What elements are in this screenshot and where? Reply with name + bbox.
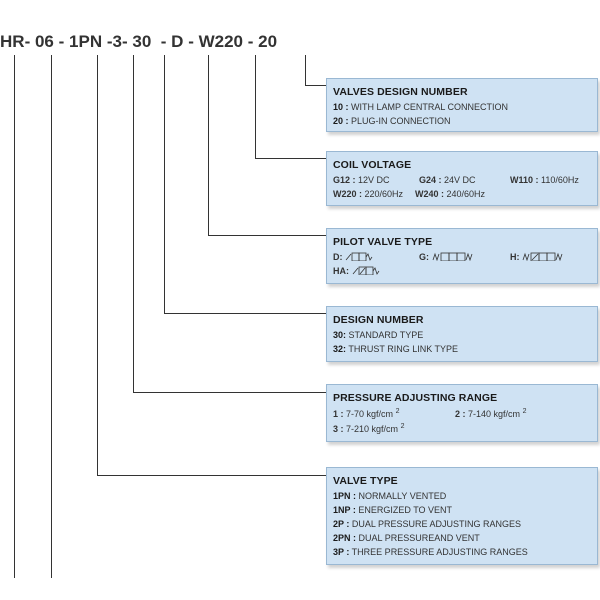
code-separator: - (58, 32, 65, 51)
leader-valve-type (97, 55, 326, 476)
pilot-ha: HA: (333, 264, 380, 278)
valve-type-row: 1NP : ENERGIZED TO VENT (333, 503, 591, 517)
coil-voltage-title: COIL VOLTAGE (333, 159, 412, 171)
d-symbol-icon (345, 252, 373, 261)
valve-type-row: 1PN : NORMALLY VENTED (333, 489, 591, 503)
coil-w110: W110 : 110/60Hz (510, 175, 579, 185)
h-symbol-icon (522, 252, 563, 261)
coil-w240: W240 : 240/60Hz (415, 189, 486, 199)
pressure-range-3: 3 : 7-210 kgf/cm 2 (333, 423, 405, 434)
row-key: 2P : (333, 519, 350, 529)
coil-g24: G24 : 24V DC (419, 175, 476, 185)
valve-type-box: VALVE TYPE 1PN : NORMALLY VENTED 1NP : E… (326, 467, 598, 565)
row-text: DUAL PRESSURE ADJUSTING RANGES (349, 519, 522, 529)
row-text: THREE PRESSURE ADJUSTING RANGES (349, 547, 528, 557)
row-key: 10 : (333, 102, 349, 112)
leader-coil-voltage (255, 55, 326, 159)
pilot-g: G: (419, 250, 474, 264)
row-key: 3P : (333, 547, 350, 557)
valves-design-box: VALVES DESIGN NUMBER 10 : WITH LAMP CENT… (326, 78, 598, 132)
row-key: 20 : (333, 116, 349, 126)
row-text: NORMALLY VENTED (356, 491, 447, 501)
row-key: 32: (333, 344, 347, 354)
row-text: DUAL PRESSUREAND VENT (356, 533, 480, 543)
pilot-valve-title: PILOT VALVE TYPE (333, 236, 433, 248)
code-separator: - (160, 32, 167, 51)
code-separator: - (106, 32, 113, 51)
code-separator: - (247, 32, 254, 51)
row-text: WITH LAMP CENTRAL CONNECTION (348, 102, 509, 112)
leader-pressure-range (133, 55, 326, 393)
valve-type-row: 2PN : DUAL PRESSUREAND VENT (333, 531, 591, 545)
coil-voltage-box: COIL VOLTAGE G12 : 12V DC G24 : 24V DC W… (326, 151, 598, 206)
model-code: HR- 06 - 1PN -3- 30 - D - W220 - 20 (0, 32, 277, 52)
row-key: 30: (333, 330, 347, 340)
valves-design-row: 20 : PLUG-IN CONNECTION (333, 114, 591, 128)
design-number-box: DESIGN NUMBER 30: STANDARD TYPE 32: THRU… (326, 306, 598, 362)
pressure-range-title: PRESSURE ADJUSTING RANGE (333, 392, 498, 404)
row-key: 1PN : (333, 491, 357, 501)
coil-g12: G12 : 12V DC (333, 175, 390, 185)
valves-design-title: VALVES DESIGN NUMBER (333, 86, 468, 98)
code-separator: - (188, 32, 194, 51)
pilot-d: D: (333, 250, 373, 264)
valves-design-row: 10 : WITH LAMP CENTRAL CONNECTION (333, 100, 591, 114)
pilot-valve-box: PILOT VALVE TYPE D: G: H: HA: (326, 228, 598, 284)
leader-design-number (164, 55, 326, 314)
code-part-valves-design: 20 (258, 32, 278, 51)
code-part-pressure: 3 (112, 32, 122, 51)
code-part-coil: W220 (198, 32, 244, 51)
valve-type-title: VALVE TYPE (333, 475, 398, 487)
pilot-h: H: (510, 250, 564, 264)
valve-type-row: 2P : DUAL PRESSURE ADJUSTING RANGES (333, 517, 591, 531)
valve-type-row: 3P : THREE PRESSURE ADJUSTING RANGES (333, 545, 591, 559)
ha-symbol-icon (352, 266, 379, 275)
pressure-range-2: 2 : 7-140 kgf/cm 2 (455, 408, 527, 419)
leader-pilot-valve (208, 55, 326, 236)
g-symbol-icon (432, 252, 472, 261)
pressure-range-box: PRESSURE ADJUSTING RANGE 1 : 7-70 kgf/cm… (326, 384, 598, 442)
row-text: THRUST RING LINK TYPE (346, 344, 459, 354)
code-part-pilot: D (171, 32, 184, 51)
leader-valves-design (305, 55, 326, 86)
code-part-hr: HR (0, 32, 25, 51)
row-text: PLUG-IN CONNECTION (348, 116, 451, 126)
design-number-row: 30: STANDARD TYPE (333, 328, 591, 342)
code-part-size: 06 (34, 32, 54, 51)
row-key: 1NP : (333, 505, 356, 515)
row-text: STANDARD TYPE (346, 330, 424, 340)
code-part-valve-type: 1PN (69, 32, 103, 51)
design-number-row: 32: THRUST RING LINK TYPE (333, 342, 591, 356)
code-separator: - (24, 32, 31, 51)
pressure-range-1: 1 : 7-70 kgf/cm 2 (333, 408, 400, 419)
coil-w220: W220 : 220/60Hz (333, 189, 404, 199)
row-text: ENERGIZED TO VENT (355, 505, 453, 515)
code-separator: - (121, 32, 128, 51)
design-number-title: DESIGN NUMBER (333, 314, 424, 326)
row-key: 2PN : (333, 533, 357, 543)
code-part-design: 30 (132, 32, 152, 51)
